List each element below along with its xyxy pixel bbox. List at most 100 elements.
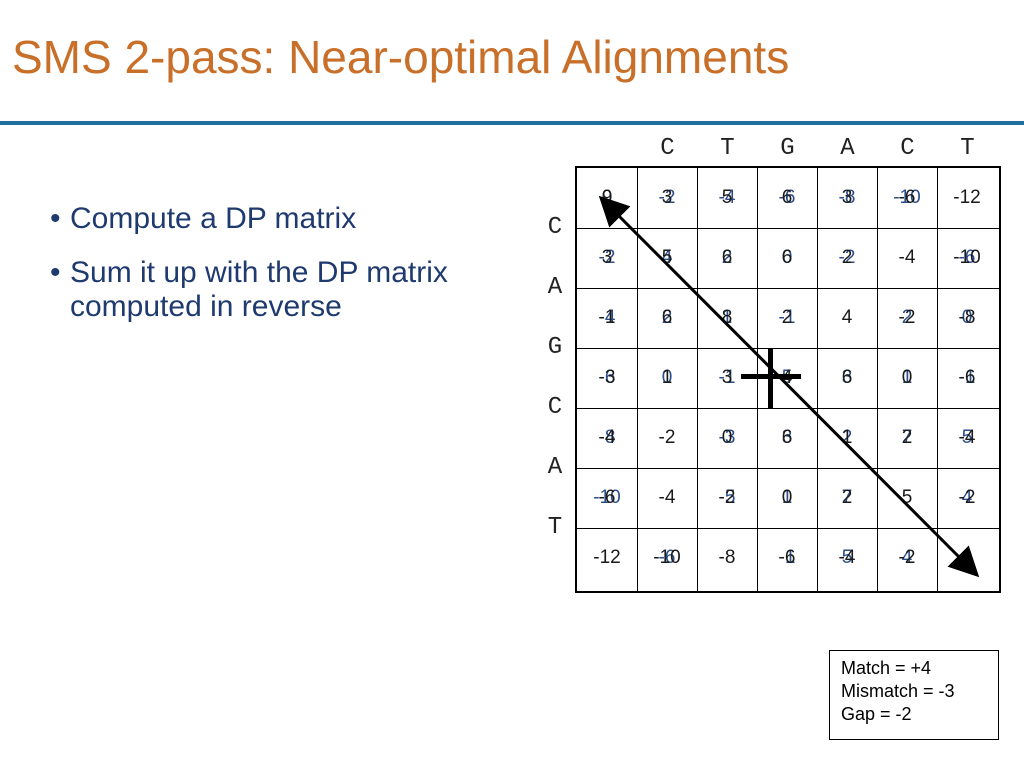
forward-value: -8	[718, 547, 736, 568]
matrix-cell: 2-2	[877, 288, 937, 348]
reverse-value: 0	[781, 487, 793, 508]
reverse-value: 0	[901, 367, 913, 388]
reverse-value: 6	[841, 367, 853, 388]
matrix-cell: -6-10	[937, 228, 997, 288]
reverse-value: -2	[958, 487, 976, 508]
row-header: A	[547, 454, 563, 481]
column-header: C	[900, 135, 915, 162]
reverse-value: 1	[661, 367, 673, 388]
reverse-value: 6	[781, 427, 793, 448]
reverse-value: 3	[661, 187, 673, 208]
matrix-cell: -1-6	[937, 348, 997, 408]
column-header: C	[660, 135, 675, 162]
matrix-cell: -2	[637, 408, 697, 468]
bullet-item: • Sum it up with the DP matrix computed …	[50, 256, 470, 324]
matrix-cell: 4	[817, 288, 877, 348]
reverse-value: -2	[898, 307, 916, 328]
bullet-item: • Compute a DP matrix	[50, 202, 470, 236]
matrix-cell: -12	[577, 528, 637, 588]
forward-value: -4	[658, 487, 676, 508]
reverse-value: 3	[721, 367, 733, 388]
row-header: C	[547, 214, 563, 241]
column-header: G	[780, 135, 795, 162]
column-header: T	[720, 135, 735, 162]
row-header: G	[547, 334, 563, 361]
reverse-value: 2	[841, 247, 853, 268]
forward-value: -2	[658, 427, 676, 448]
forward-value: 5	[901, 487, 913, 508]
reverse-value: 0	[721, 427, 733, 448]
reverse-value: 6	[721, 247, 733, 268]
reverse-value: 8	[721, 307, 733, 328]
reverse-value: 2	[841, 487, 853, 508]
reverse-value: -4	[598, 427, 616, 448]
matrix-cell: -1-6	[757, 528, 817, 588]
reverse-value: -6	[898, 187, 916, 208]
reverse-value: 3	[601, 247, 613, 268]
reverse-value: 3	[841, 187, 853, 208]
row-header: C	[547, 394, 563, 421]
matrix-cell: -10-6	[877, 168, 937, 228]
reverse-value: -3	[598, 367, 616, 388]
reverse-value: -6	[778, 547, 796, 568]
reverse-value: -6	[958, 367, 976, 388]
matrix-cell: 0-8	[937, 288, 997, 348]
bullet-text: Sum it up with the DP matrix computed in…	[70, 256, 448, 323]
reverse-value: 0	[961, 547, 973, 568]
reverse-value: -10	[653, 547, 681, 568]
bullet-list: • Compute a DP matrix • Sum it up with t…	[50, 202, 470, 344]
matrix-cell: -5-2	[697, 468, 757, 528]
reverse-value: -1	[598, 307, 616, 328]
matrix-cell: 5-4	[817, 528, 877, 588]
matrix-cell: 5	[877, 468, 937, 528]
reverse-value: -8	[958, 307, 976, 328]
reverse-value: 2	[901, 427, 913, 448]
reverse-value: 9	[601, 187, 613, 208]
reverse-value: 5	[721, 187, 733, 208]
match-score: Match = +4	[841, 658, 932, 678]
matrix-cell: -4	[637, 468, 697, 528]
forward-value: -12	[593, 547, 621, 568]
matrix-cell: -8	[697, 528, 757, 588]
column-header: A	[840, 135, 855, 162]
gap-score: Gap = -2	[841, 704, 912, 724]
forward-value: 4	[841, 307, 853, 328]
matrix-cell: -6-10	[637, 528, 697, 588]
reverse-value: 5	[661, 247, 673, 268]
slide-title: SMS 2-pass: Near-optimal Alignments	[12, 31, 790, 83]
column-header: T	[960, 135, 975, 162]
row-header: A	[547, 274, 563, 301]
reverse-value: 6	[781, 187, 793, 208]
matrix-cell: -6-3	[577, 348, 637, 408]
forward-value: -12	[953, 187, 981, 208]
reverse-value: 4	[781, 367, 793, 388]
reverse-value: -6	[598, 487, 616, 508]
reverse-value: -2	[718, 487, 736, 508]
matrix-cell: -10-6	[577, 468, 637, 528]
reverse-value: 1	[841, 427, 853, 448]
row-header: T	[547, 514, 563, 541]
reverse-value: -4	[838, 547, 856, 568]
bullet-text: Compute a DP matrix	[70, 202, 357, 235]
matrix-cell: -8-4	[577, 408, 637, 468]
reverse-value: 6	[781, 247, 793, 268]
